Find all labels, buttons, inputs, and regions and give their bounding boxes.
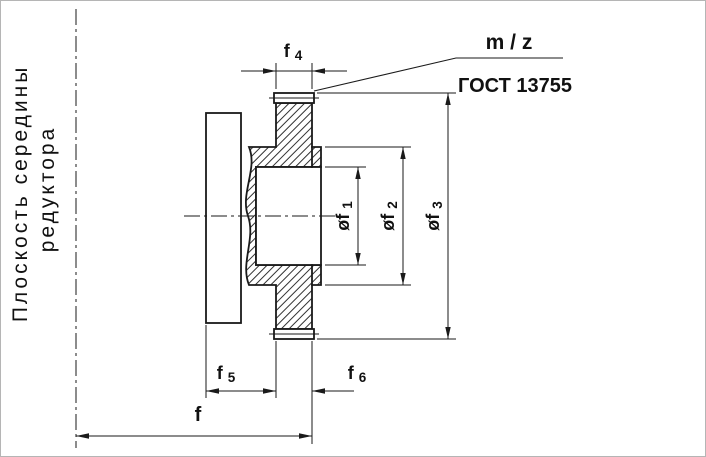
centerlines [75, 9, 341, 448]
module-over-teeth-label: m / z [486, 31, 533, 54]
dim-rim-width: f 4 [241, 41, 347, 89]
dim-outer-diameter: øf 3 [317, 92, 456, 340]
dim-label-d2: øf 2 [378, 201, 400, 231]
reducer-plate [205, 112, 242, 324]
dim-label-d3: øf 3 [423, 201, 445, 231]
dim-hub-diameter: øf 2 [325, 146, 411, 286]
dim-bore-diameter: øf 1 [325, 166, 366, 266]
dim-label-f5: f 5 [217, 363, 236, 385]
callout-leader-line [313, 57, 563, 92]
dim-label-d1: øf 1 [333, 201, 355, 231]
dim-label-f6: f 6 [348, 363, 367, 385]
dim-label-f: f [195, 404, 202, 426]
dim-offset-right: f 6 [311, 341, 367, 444]
dim-total-length: f [76, 404, 312, 439]
gear-bore [255, 166, 322, 266]
dim-offset-left: f 5 [205, 325, 277, 398]
gear-section [245, 92, 322, 340]
gear-teeth-top [269, 92, 319, 104]
gost-standard-label: ГОСТ 13755 [458, 75, 572, 97]
gear-teeth-bottom [269, 328, 319, 340]
module-callout: m / z ГОСТ 13755 [313, 31, 572, 97]
midplane-annotation: Плоскость середины редуктора [9, 56, 59, 322]
dim-label-f4: f 4 [284, 41, 303, 63]
